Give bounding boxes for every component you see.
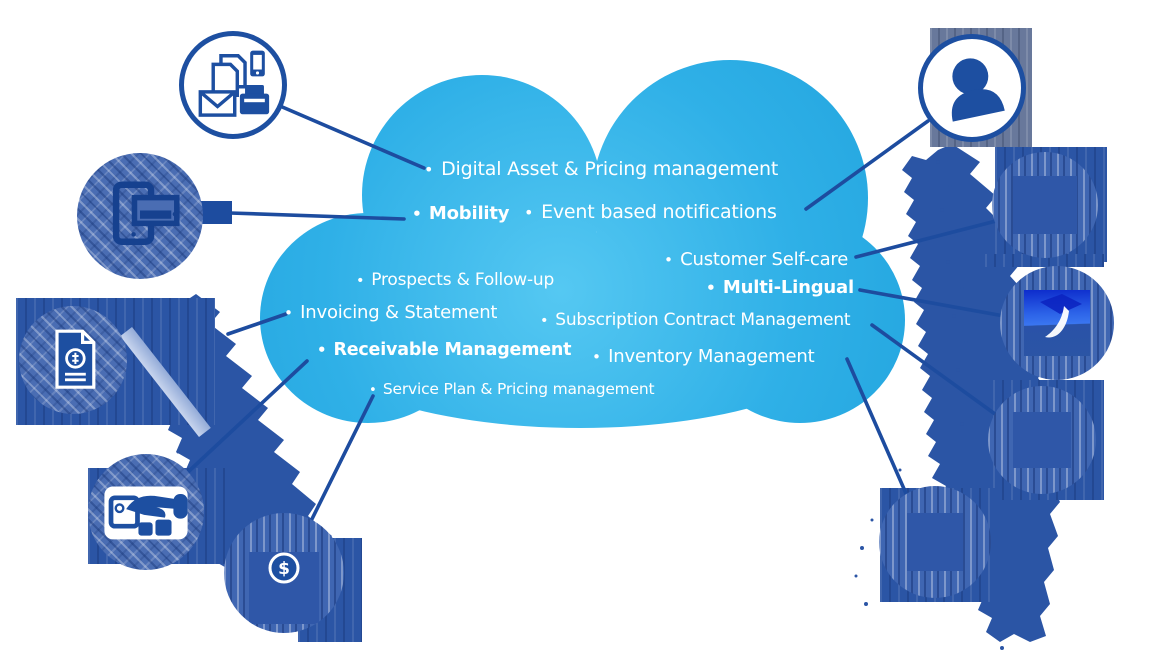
feature-label-inventory: Inventory Management: [592, 348, 814, 366]
chat-swoosh-square: [1024, 290, 1090, 356]
bottom-right-inner-square: [907, 513, 963, 571]
chat-swoosh-icon: [1040, 294, 1082, 338]
customer-silhouette-circle: [918, 34, 1026, 142]
feature-label-prospects: Prospects & Follow-up: [356, 272, 554, 289]
connector-notifications: [804, 119, 930, 211]
invoice-document-icon: [55, 329, 96, 389]
multi-device-circle: [77, 153, 203, 279]
feature-label-invoicing: Invoicing & Statement: [284, 304, 497, 322]
right-lower-inner-square: [1013, 412, 1071, 468]
feature-label-mobility: Mobility: [412, 205, 510, 223]
multi-device-icon: [112, 181, 180, 245]
feature-label-multi-lingual: Multi-Lingual: [706, 279, 854, 297]
feature-label-self-care: Customer Self-care: [664, 251, 848, 269]
connector-service-plan: [309, 394, 375, 523]
cloud-shape: [260, 60, 905, 428]
connector-subscription: [870, 323, 997, 416]
connector-multi-lingual: [858, 288, 1006, 318]
bottom-right-circle: [879, 486, 991, 598]
dollar-inner-square: [249, 552, 319, 624]
customer-silhouette-icon: [951, 58, 1005, 122]
invoice-document-circle: [19, 306, 127, 414]
hand-payment-circle: [88, 454, 204, 570]
right-upper-circle: [992, 152, 1098, 258]
connector-self-care: [854, 219, 998, 259]
dollar-coin-circle: [224, 513, 344, 633]
feature-label-receivable: Receivable Management: [317, 341, 571, 360]
connector-mobility: [228, 211, 406, 221]
print-mail-mobile-documents-circle: [179, 31, 287, 139]
chat-swoosh-circle: [1000, 266, 1114, 380]
feature-label-digital-asset: Digital Asset & Pricing management: [424, 160, 778, 179]
feature-label-subscription: Subscription Contract Management: [540, 312, 850, 329]
connector-digital-asset: [278, 104, 426, 170]
print-mail-mobile-documents-icon: [198, 50, 270, 117]
feature-label-event-notifications: Event based notifications: [524, 203, 777, 222]
hand-payment-icon: [104, 486, 188, 540]
connector-invoicing: [226, 312, 288, 336]
feature-label-service-plan: Service Plan & Pricing management: [369, 381, 655, 398]
right-lower-circle: [988, 386, 1096, 494]
connector-inventory: [845, 357, 910, 500]
right-upper-inner-square: [1013, 176, 1077, 234]
